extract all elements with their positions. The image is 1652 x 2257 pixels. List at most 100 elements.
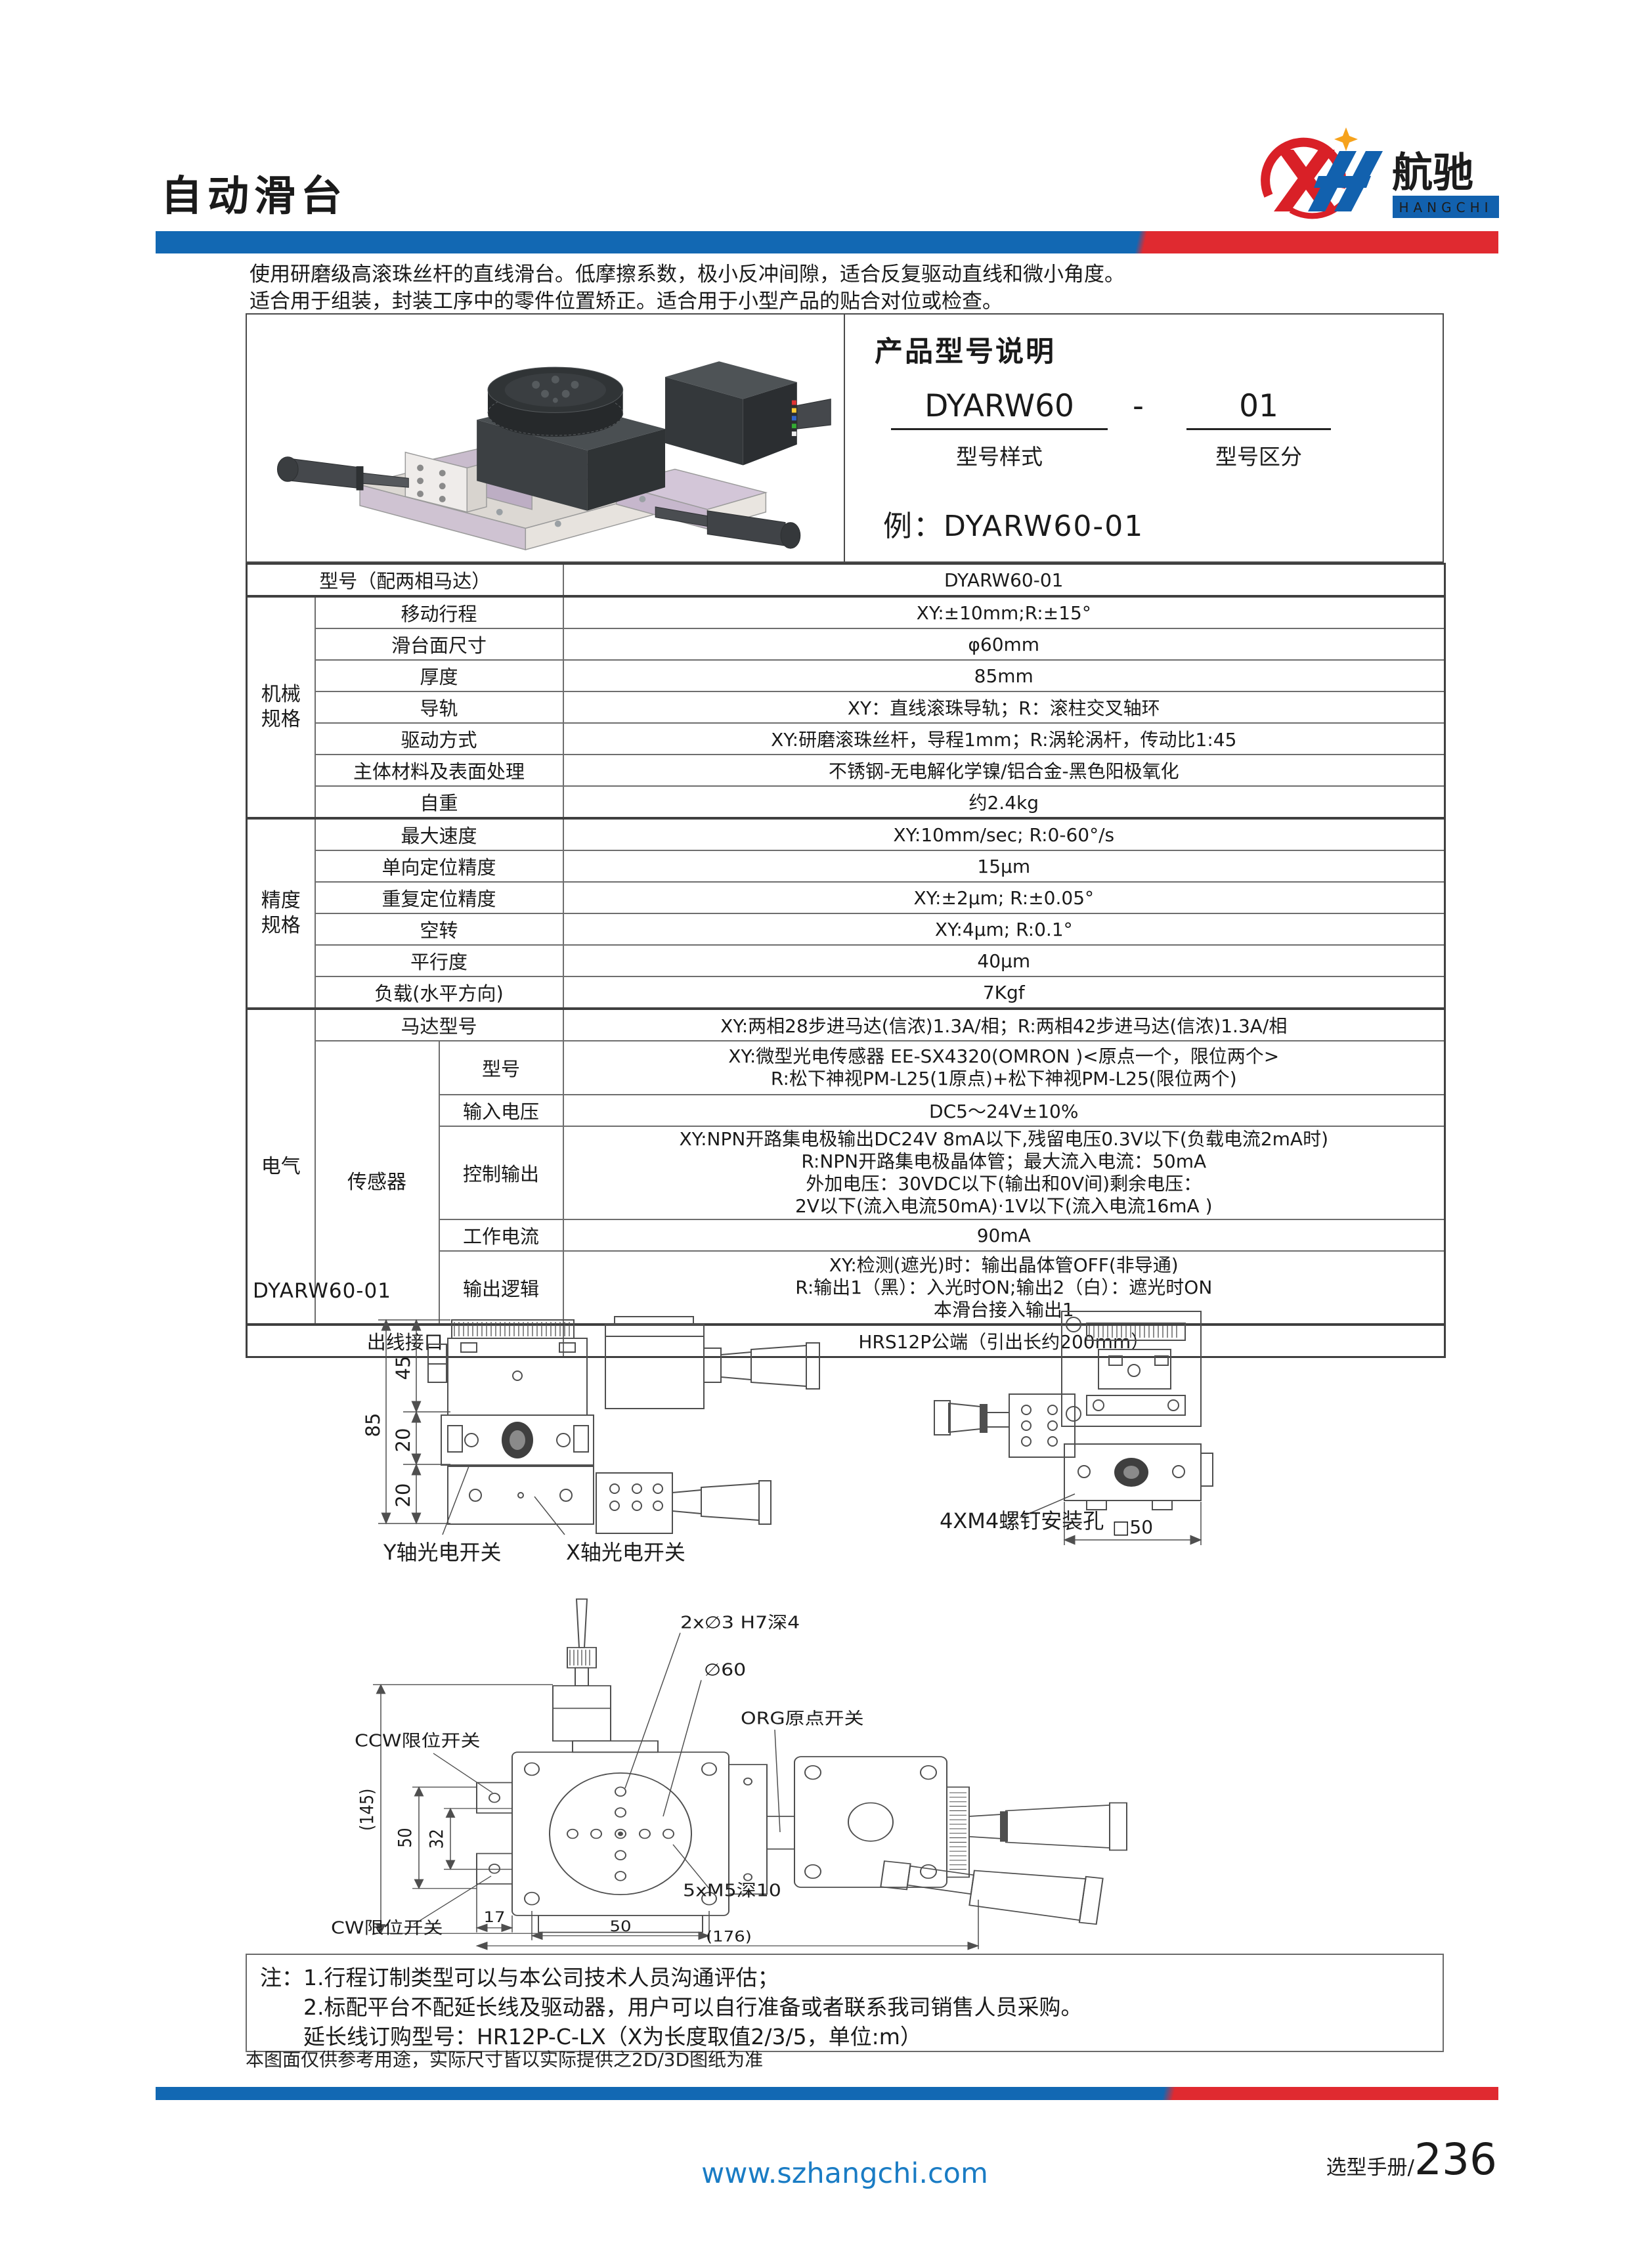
spec-label-cell: 移动行程 (314, 595, 564, 629)
spec-value-cell: DC5～24V±10% (562, 1094, 1446, 1127)
dim-176: (176) (706, 1928, 752, 1945)
spec-label-cell: 厚度 (314, 659, 564, 692)
note-line-2: 2.标配平台不配延长线及驱动器，用户可以自行准备或者联系我司销售人员采购。 (303, 1994, 1083, 2020)
front-view-drawing: (145) 50 32 17 50 (176) 2x∅3 H7深4 ∅60 OR… (331, 1598, 1127, 1950)
note-line-1: 注： 1.行程订制类型可以与本公司技术人员沟通评估； (260, 1963, 1429, 1992)
product-tower (477, 366, 666, 511)
model-example: 例：DYARW60-01 (883, 510, 1144, 543)
spec-table: 型号（配两相马达） DYARW60-01 机械 规格 移动行程 XY:±10mm… (246, 563, 1446, 1358)
group-sensor: 传感器 (314, 1040, 440, 1325)
spec-label-cell: 导轨 (314, 691, 564, 724)
disclaimer-text: 本图面仅供参考用途，实际尺寸皆以实际提供之2D/3D图纸为准 (246, 2049, 764, 2071)
dim-20b: 20 (392, 1483, 414, 1508)
website-link[interactable]: www.szhangchi.com (701, 2157, 988, 2190)
dim-20a: 20 (392, 1428, 414, 1453)
spec-label-cell: 型号 (438, 1040, 564, 1095)
side-view-drawing: 85 45 20 20 Y轴光电开关 X轴光电开关 (365, 1316, 820, 1565)
spec-model-label: 型号（配两相马达） (246, 563, 564, 597)
spec-label-cell: 驱动方式 (314, 722, 564, 755)
model-series-label: 型号样式 (956, 444, 1043, 470)
intro-line-1: 使用研磨级高滚珠丝杆的直线滑台。低摩擦系数，极小反冲间隙，适合反复驱动直线和微小… (250, 263, 1125, 286)
dim-85: 85 (365, 1413, 384, 1437)
spec-value-cell: XY:4μm; R:0.1° (562, 913, 1446, 946)
logo-cn-text: 航驰 (1392, 148, 1473, 196)
spec-outlet-value: HRS12P公端（引出长约200mm） (562, 1323, 1446, 1358)
spec-label-cell: 控制输出 (438, 1126, 564, 1220)
product-motor (665, 361, 797, 466)
logo-en-text: HANGCHI (1399, 200, 1492, 215)
hangchi-logo: 航驰 HANGCHI (1261, 127, 1499, 219)
star-icon (1334, 127, 1358, 151)
model-variant-label: 型号区分 (1215, 444, 1302, 470)
intro-paragraph: 使用研磨级高滚珠丝杆的直线滑台。低摩擦系数，极小反冲间隙，适合反复驱动直线和微小… (250, 261, 1125, 315)
note-text: 1.行程订制类型可以与本公司技术人员沟通评估； (303, 1965, 779, 1990)
value-line: XY:检测(遮光)时：输出晶体管OFF(非导通) (829, 1254, 1179, 1276)
value-line: XY:NPN开路集电极输出DC24V 8mA以下,残留电压0.3V以下(负载电流… (679, 1128, 1329, 1150)
callout-cw-switch: CW限位开关 (331, 1917, 443, 1937)
spec-label-cell: 重复定位精度 (314, 881, 564, 914)
spec-value-cell: φ60mm (562, 628, 1446, 661)
product-overview-box: 产品型号说明 DYARW60 型号样式 - 01 型号区分 例：DYARW60-… (246, 313, 1444, 563)
value-line: 本滑台接入输出1 (933, 1298, 1074, 1321)
group-mechanical: 机械 规格 (246, 595, 316, 819)
value-line: 外加电压：30VDC以下(输出和0V间)剩余电压： (806, 1173, 1202, 1194)
spec-value-cell: 15μm (562, 850, 1446, 883)
dim-50h: 50 (609, 1918, 631, 1935)
spec-outlet-label: 出线接口 (246, 1323, 564, 1358)
model-designation-panel: 产品型号说明 DYARW60 型号样式 - 01 型号区分 例：DYARW60-… (845, 315, 1444, 561)
spec-value-cell: XY:10mm/sec; R:0-60°/s (562, 817, 1446, 851)
spec-value-cell: 约2.4kg (562, 785, 1446, 819)
spec-label-cell: 滑台面尺寸 (314, 628, 564, 661)
callout-ccw-switch: CCW限位开关 (355, 1731, 480, 1751)
spec-label-cell: 主体材料及表面处理 (314, 754, 564, 787)
logo-en-band (1393, 196, 1499, 218)
spec-label-cell: 马达型号 (314, 1007, 564, 1041)
spec-value-cell: XY:检测(遮光)时：输出晶体管OFF(非导通) R:输出1（黑）：入光时ON;… (562, 1250, 1446, 1325)
dim-145: (145) (357, 1788, 378, 1831)
spec-value-cell: XY:微型光电传感器 EE-SX4320(OMRON )<原点一个，限位两个> … (562, 1040, 1446, 1095)
spec-label-cell: 平行度 (314, 944, 564, 977)
page-number: 236 (1414, 2134, 1497, 2185)
spec-label-cell: 空转 (314, 913, 564, 946)
spec-value-cell: 90mA (562, 1219, 1446, 1252)
spec-value-cell: XY:±2μm; R:±0.05° (562, 881, 1446, 914)
logo-x-stroke2 (1274, 150, 1335, 211)
note-prefix: 注： (260, 1965, 303, 1990)
model-series: DYARW60 (891, 388, 1108, 430)
value-line: XY:微型光电传感器 EE-SX4320(OMRON )<原点一个，限位两个> (728, 1045, 1280, 1067)
value-line: R:NPN开路集电极晶体管；最大流入电流：50mA (801, 1150, 1207, 1172)
dim-square-50: □50 (1112, 1516, 1153, 1538)
spec-value-cell: 40μm (562, 944, 1446, 977)
product-photo (276, 361, 831, 551)
model-series-block: DYARW60 型号样式 (891, 388, 1108, 471)
label-y-photo-switch: Y轴光电开关 (383, 1540, 502, 1565)
spec-label-cell: 输入电压 (438, 1094, 564, 1127)
spec-label-cell: 单向定位精度 (314, 850, 564, 883)
page-number-block: 选型手册/ 236 (1202, 2134, 1497, 2185)
spec-label-cell: 工作电流 (438, 1219, 564, 1252)
spec-label-cell: 输出逻辑 (438, 1250, 564, 1325)
spec-value-cell: XY:±10mm;R:±15° (562, 595, 1446, 629)
footer-divider-bar (156, 2087, 1498, 2100)
dim-50v: 50 (395, 1828, 416, 1848)
model-variant-block: 01 型号区分 (1186, 388, 1331, 471)
box-divider (844, 315, 845, 561)
spec-value-cell: XY：直线滚珠导轨；R：滚柱交叉轴环 (562, 691, 1446, 724)
label-screw-holes: 4XM4螺钉安装孔 (940, 1508, 1104, 1533)
callout-m5-holes: 5xM5深10 (683, 1881, 781, 1900)
logo-blue-bar (1314, 176, 1371, 188)
catalog-label: 选型手册/ (1326, 2156, 1415, 2180)
model-variant: 01 (1186, 388, 1331, 430)
group-precision: 精度 规格 (246, 817, 316, 1009)
spec-label-cell: 自重 (314, 785, 564, 819)
model-dash: - (1133, 388, 1144, 424)
spec-model-value: DYARW60-01 (562, 563, 1446, 597)
model-box-heading: 产品型号说明 (875, 336, 1056, 368)
drawing-section-label: DYARW60-01 (253, 1279, 391, 1303)
callout-pin-holes: 2x∅3 H7深4 (680, 1613, 800, 1632)
callout-diameter: ∅60 (704, 1660, 746, 1680)
mount-view-drawing: 4XM4螺钉安装孔 □50 (934, 1311, 1213, 1545)
note-line-3: 延长线订购型号：HR12P-C-LX（X为长度取值2/3/5，单位:m） (303, 2024, 922, 2049)
spec-value-cell: 85mm (562, 659, 1446, 692)
